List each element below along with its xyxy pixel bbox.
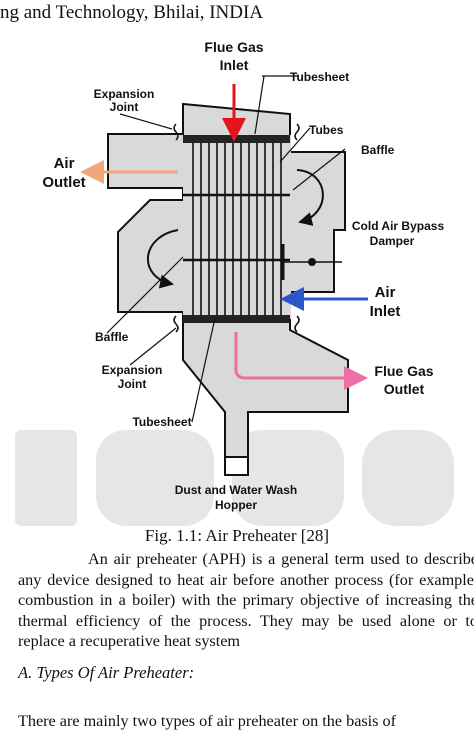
label-tubesheet-top: Tubesheet bbox=[290, 70, 349, 84]
label-flue-gas-outlet: Outlet bbox=[384, 381, 425, 397]
label-expansion-joint-bottom: Expansion bbox=[102, 363, 163, 377]
air-preheater-diagram: Flue Gas Inlet Tubesheet Expansion Joint… bbox=[15, 39, 454, 526]
tubesheet-top bbox=[183, 135, 290, 143]
section-heading: A. Types Of Air Preheater: bbox=[18, 663, 195, 682]
running-header: ng and Technology, Bhilai, INDIA bbox=[0, 2, 264, 23]
tube-bundle bbox=[192, 143, 282, 315]
flue-gas-outlet-arrow bbox=[234, 332, 368, 390]
label-tubesheet-bottom: Tubesheet bbox=[132, 415, 191, 429]
label-flue-gas-inlet: Flue Gas bbox=[204, 39, 263, 55]
label-hopper: Hopper bbox=[215, 498, 257, 512]
label-air-inlet: Inlet bbox=[370, 303, 401, 320]
body-paragraph-2: There are mainly two types of air prehea… bbox=[18, 712, 397, 730]
label-expansion-joint-top: Expansion bbox=[94, 87, 155, 101]
label-hopper: Dust and Water Wash bbox=[175, 483, 297, 497]
label-flue-gas-inlet: Inlet bbox=[220, 57, 249, 73]
label-cold-air-bypass-damper: Damper bbox=[370, 234, 415, 248]
air-swirl-left bbox=[146, 229, 179, 289]
label-air-outlet: Outlet bbox=[42, 174, 85, 191]
label-expansion-joint-top: Joint bbox=[110, 100, 139, 114]
label-cold-air-bypass-damper: Cold Air Bypass bbox=[352, 219, 445, 233]
label-tubes: Tubes bbox=[309, 123, 344, 137]
label-baffle-left: Baffle bbox=[95, 330, 129, 344]
body-paragraph: An air preheater (APH) is a general term… bbox=[18, 549, 474, 652]
hopper bbox=[224, 456, 249, 476]
expansion-joints bbox=[173, 123, 300, 333]
leader-lines bbox=[106, 75, 346, 423]
damper-pivot bbox=[308, 258, 316, 266]
label-air-inlet: Air bbox=[375, 284, 396, 301]
label-air-outlet: Air bbox=[54, 155, 75, 172]
air-swirl-right bbox=[296, 169, 324, 226]
tubesheet-bottom bbox=[183, 315, 290, 323]
figure-caption: Fig. 1.1: Air Preheater [28] bbox=[144, 526, 330, 545]
label-expansion-joint-bottom: Joint bbox=[118, 377, 147, 391]
label-flue-gas-outlet: Flue Gas bbox=[374, 363, 433, 379]
label-baffle-right: Baffle bbox=[361, 143, 395, 157]
watermark bbox=[15, 430, 454, 526]
paragraph-text: An air preheater (APH) is a general term… bbox=[18, 550, 474, 650]
